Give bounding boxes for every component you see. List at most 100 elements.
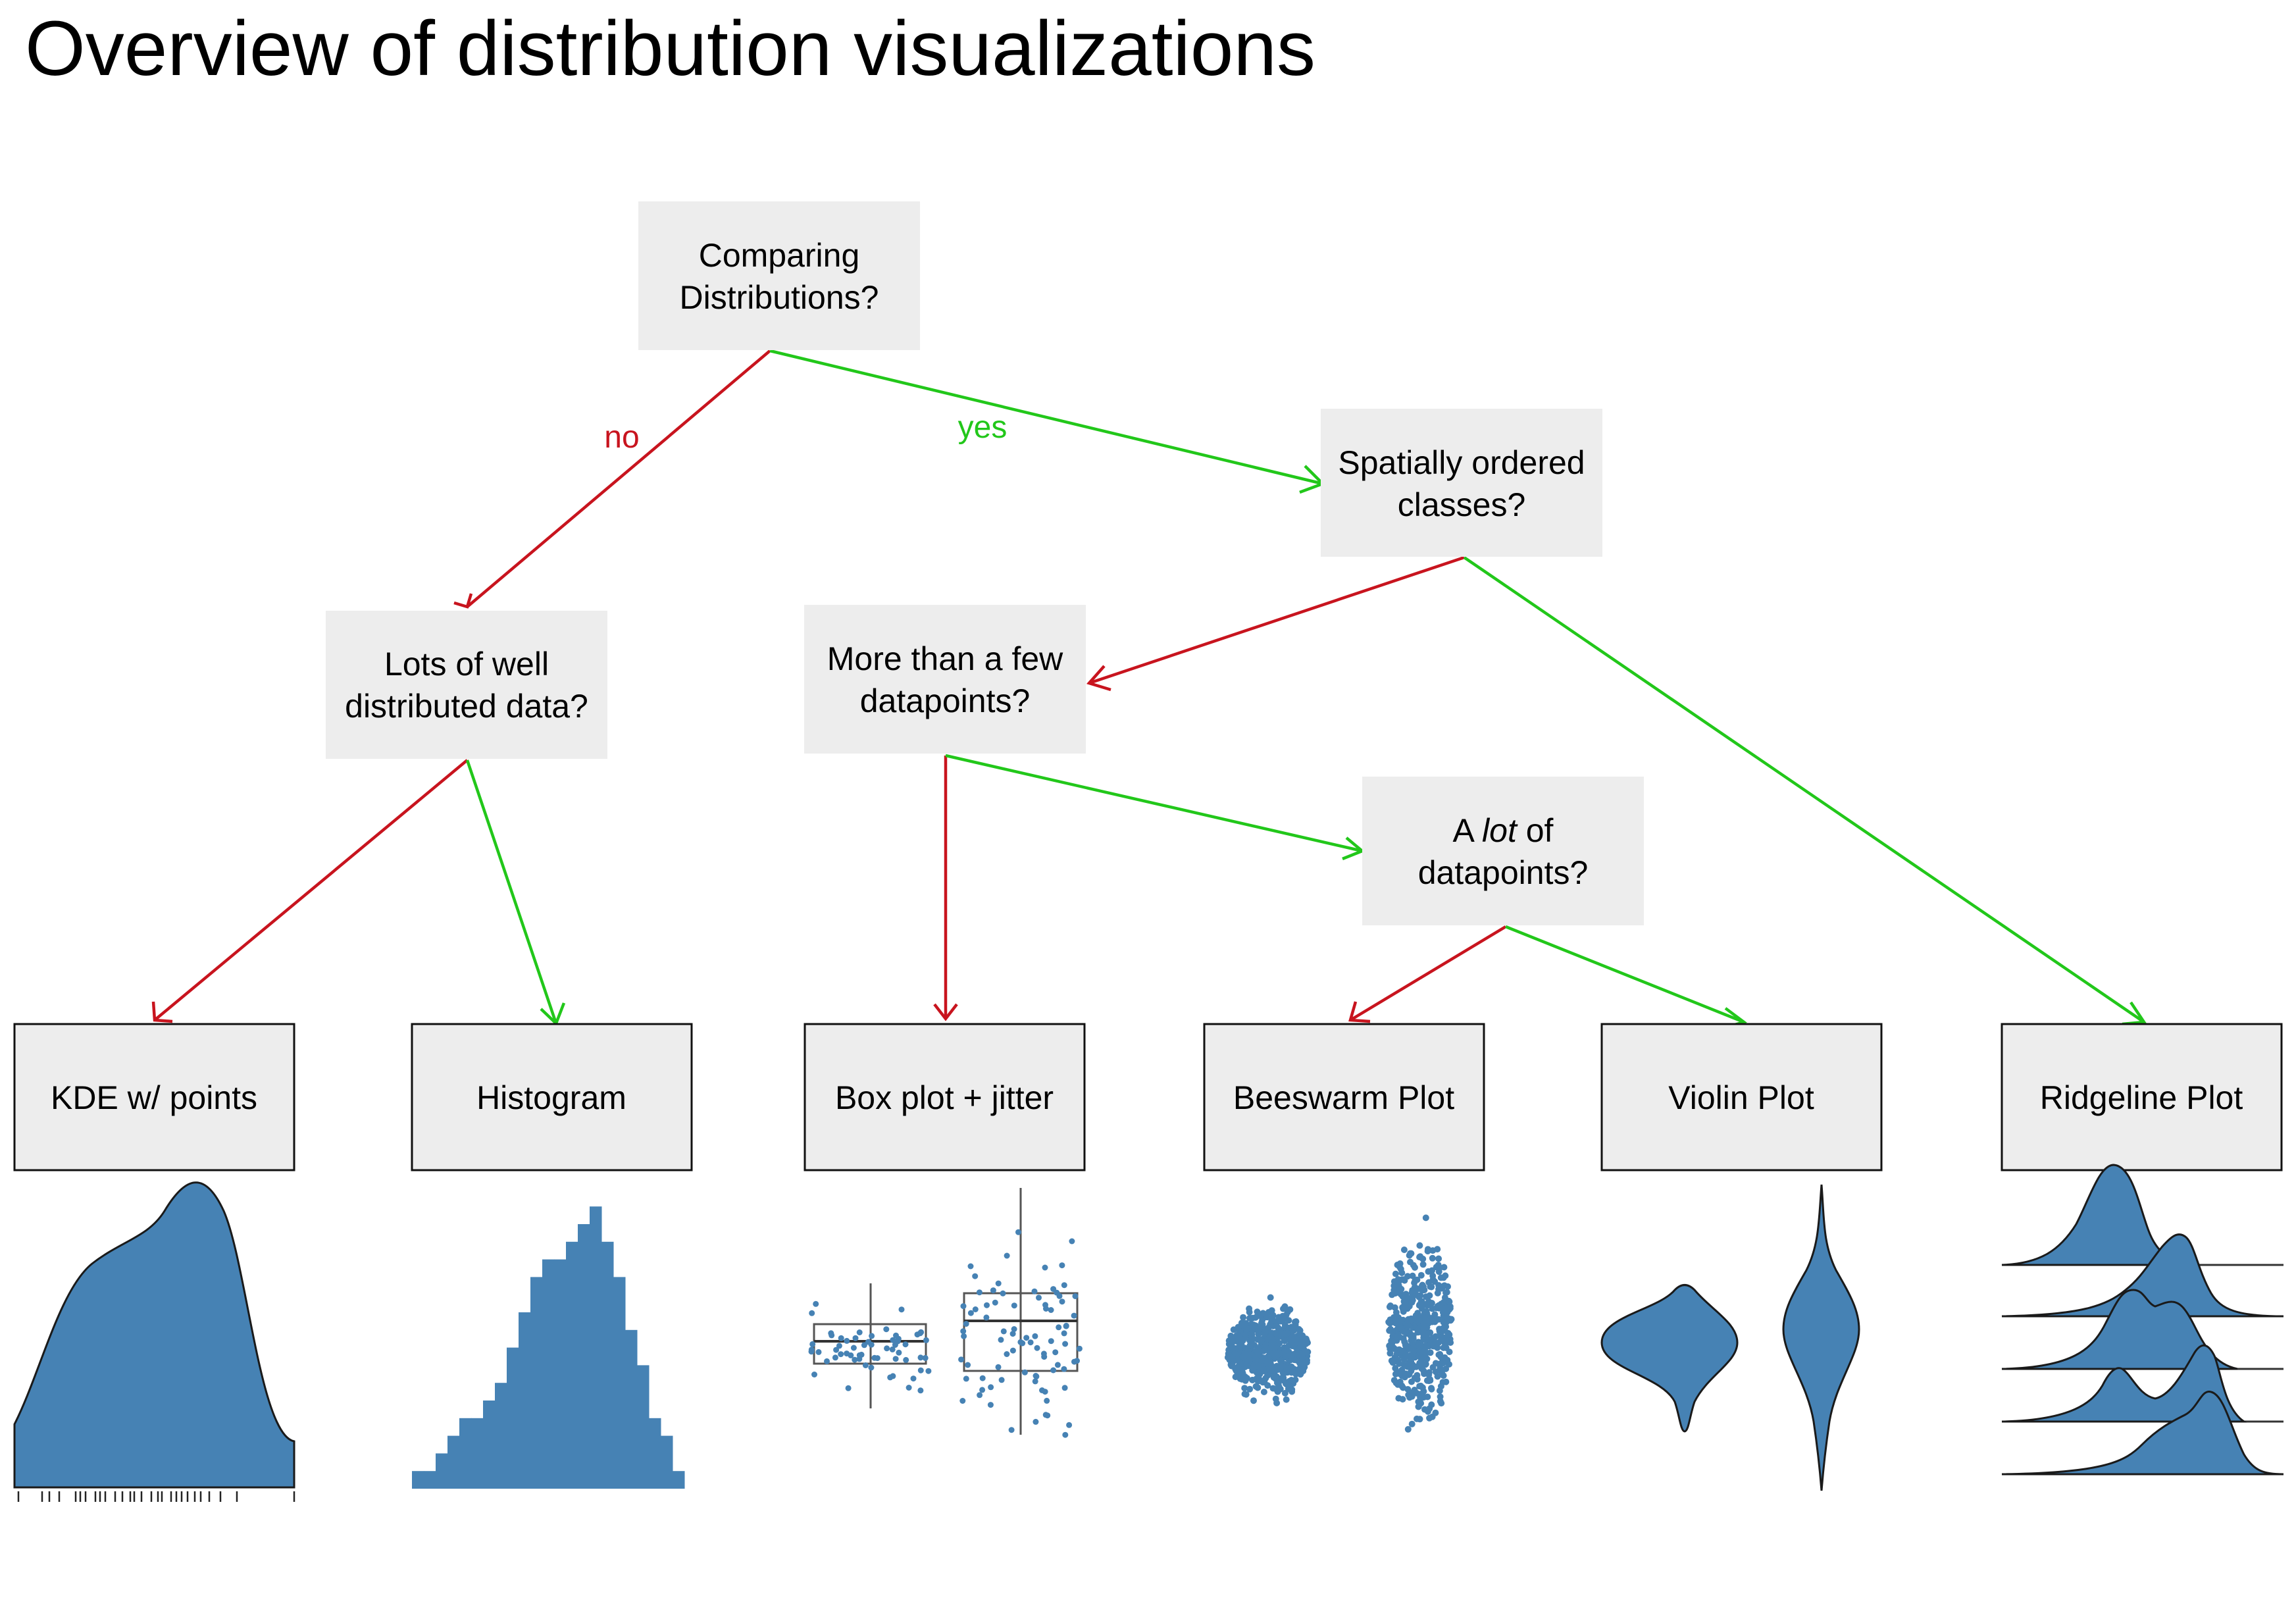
jitter-point [992,1299,998,1306]
jitter-point [1036,1295,1042,1301]
beeswarm-point [1409,1287,1416,1294]
jitter-point [995,1280,1002,1287]
beeswarm-point [1228,1362,1235,1370]
jitter-point [917,1367,924,1374]
leaf-box: Box plot + jitter [804,1023,1086,1171]
jitter-point [1059,1298,1065,1305]
beeswarm-point [1287,1306,1294,1313]
question-alot: A lot of datapoints? [1362,777,1644,925]
edge-lots-no [153,759,469,1021]
question-few: More than a few datapoints? [804,605,1086,754]
beeswarm-point [1408,1250,1415,1257]
beeswarm-point [1429,1343,1437,1350]
beeswarm-point [1426,1414,1433,1422]
beeswarm-point [1441,1327,1448,1334]
beeswarm-point [1400,1308,1407,1315]
jitter-point [1032,1378,1038,1385]
histogram-bar [554,1259,567,1489]
beeswarm-point [1248,1341,1255,1347]
beeswarm-point [1427,1349,1434,1356]
jitter-point [1043,1306,1049,1312]
question-lots-line1: Lots of well [384,646,549,682]
jitter-point [1061,1330,1067,1337]
jitter-point [808,1347,815,1353]
jitter-point [1015,1229,1021,1235]
beeswarm-point [1398,1317,1405,1324]
histogram-bar [519,1312,531,1489]
beeswarm-point [1442,1343,1449,1350]
beeswarm-point [1274,1366,1281,1374]
beeswarm-point [1272,1329,1279,1337]
jitter-point [967,1263,974,1270]
leaf-kde: KDE w/ points [13,1023,295,1171]
beeswarm-point [1271,1351,1278,1358]
jitter-point [836,1343,842,1349]
beeswarm-point [1281,1337,1288,1345]
beeswarm-point [1399,1293,1406,1300]
beeswarm-point [1428,1300,1435,1306]
jitter-point [1044,1397,1050,1404]
jitter-point [1066,1422,1073,1428]
jitter-point [988,1384,994,1391]
jitter-point [903,1356,909,1363]
jitter-point [1048,1338,1054,1345]
jitter-point [910,1375,917,1382]
leaf-bee: Beeswarm Plot [1203,1023,1485,1171]
histogram-bar [412,1471,424,1489]
jitter-point [998,1377,1005,1383]
beeswarm-point [1395,1282,1402,1289]
beeswarm-point [1423,1355,1431,1362]
jitter-point [809,1341,816,1347]
edge-root-yes [769,349,1323,486]
beeswarm-point [1437,1383,1444,1390]
beeswarm-point [1284,1329,1291,1337]
beeswarm-point [1248,1331,1256,1338]
beeswarm-point [1267,1365,1275,1372]
jitter-point [889,1346,896,1352]
question-root: Comparing Distributions? [638,201,920,350]
beeswarm-point [1260,1389,1267,1395]
jitter-point [1008,1427,1015,1433]
beeswarm-point [1386,1303,1393,1310]
jitter-point [998,1337,1004,1343]
beeswarm-point [1421,1347,1429,1354]
beeswarm-point [1445,1297,1452,1304]
jitter-point [1048,1307,1054,1313]
leaf-violin-label: Violin Plot [1668,1079,1814,1116]
beeswarm-point [1428,1283,1435,1291]
beeswarm-point [1422,1214,1429,1221]
jitter-point [1062,1431,1069,1438]
beeswarm-point [1417,1354,1424,1360]
beeswarm-point [1250,1397,1257,1404]
beeswarm-point [1254,1384,1262,1391]
beeswarm-point [1288,1388,1296,1395]
beeswarm-point [1446,1349,1453,1356]
beeswarm-point [1255,1330,1262,1337]
jitter-point [965,1362,971,1368]
beeswarm-point [1300,1368,1307,1375]
jitter-point [979,1375,986,1381]
beeswarm-point [1229,1354,1236,1362]
question-spatial-line2: classes? [1398,486,1526,523]
leaf-hist-label: Histogram [476,1079,626,1116]
beeswarm-point [1434,1246,1441,1253]
jitter-point [852,1335,859,1341]
beeswarm-point [1237,1342,1244,1349]
edge-alot-no [1349,925,1507,1021]
jitter-point [1034,1345,1040,1351]
edge-label-no: no [604,420,639,455]
beeswarm-point [1256,1335,1263,1342]
question-root-line1: Comparing [699,237,860,274]
beeswarm-point [1404,1352,1411,1360]
beeswarm-point [1435,1282,1442,1289]
jitter-point [838,1335,844,1341]
jitter-point [815,1349,822,1355]
beeswarm-point [1246,1314,1253,1322]
beeswarm-point [1404,1426,1412,1433]
beeswarm-point [1265,1324,1272,1331]
jitter-point [852,1356,858,1363]
jitter-point [1059,1262,1065,1269]
beeswarm-point [1393,1350,1400,1358]
jitter-point [1056,1324,1062,1331]
beeswarm-point [1437,1350,1444,1358]
